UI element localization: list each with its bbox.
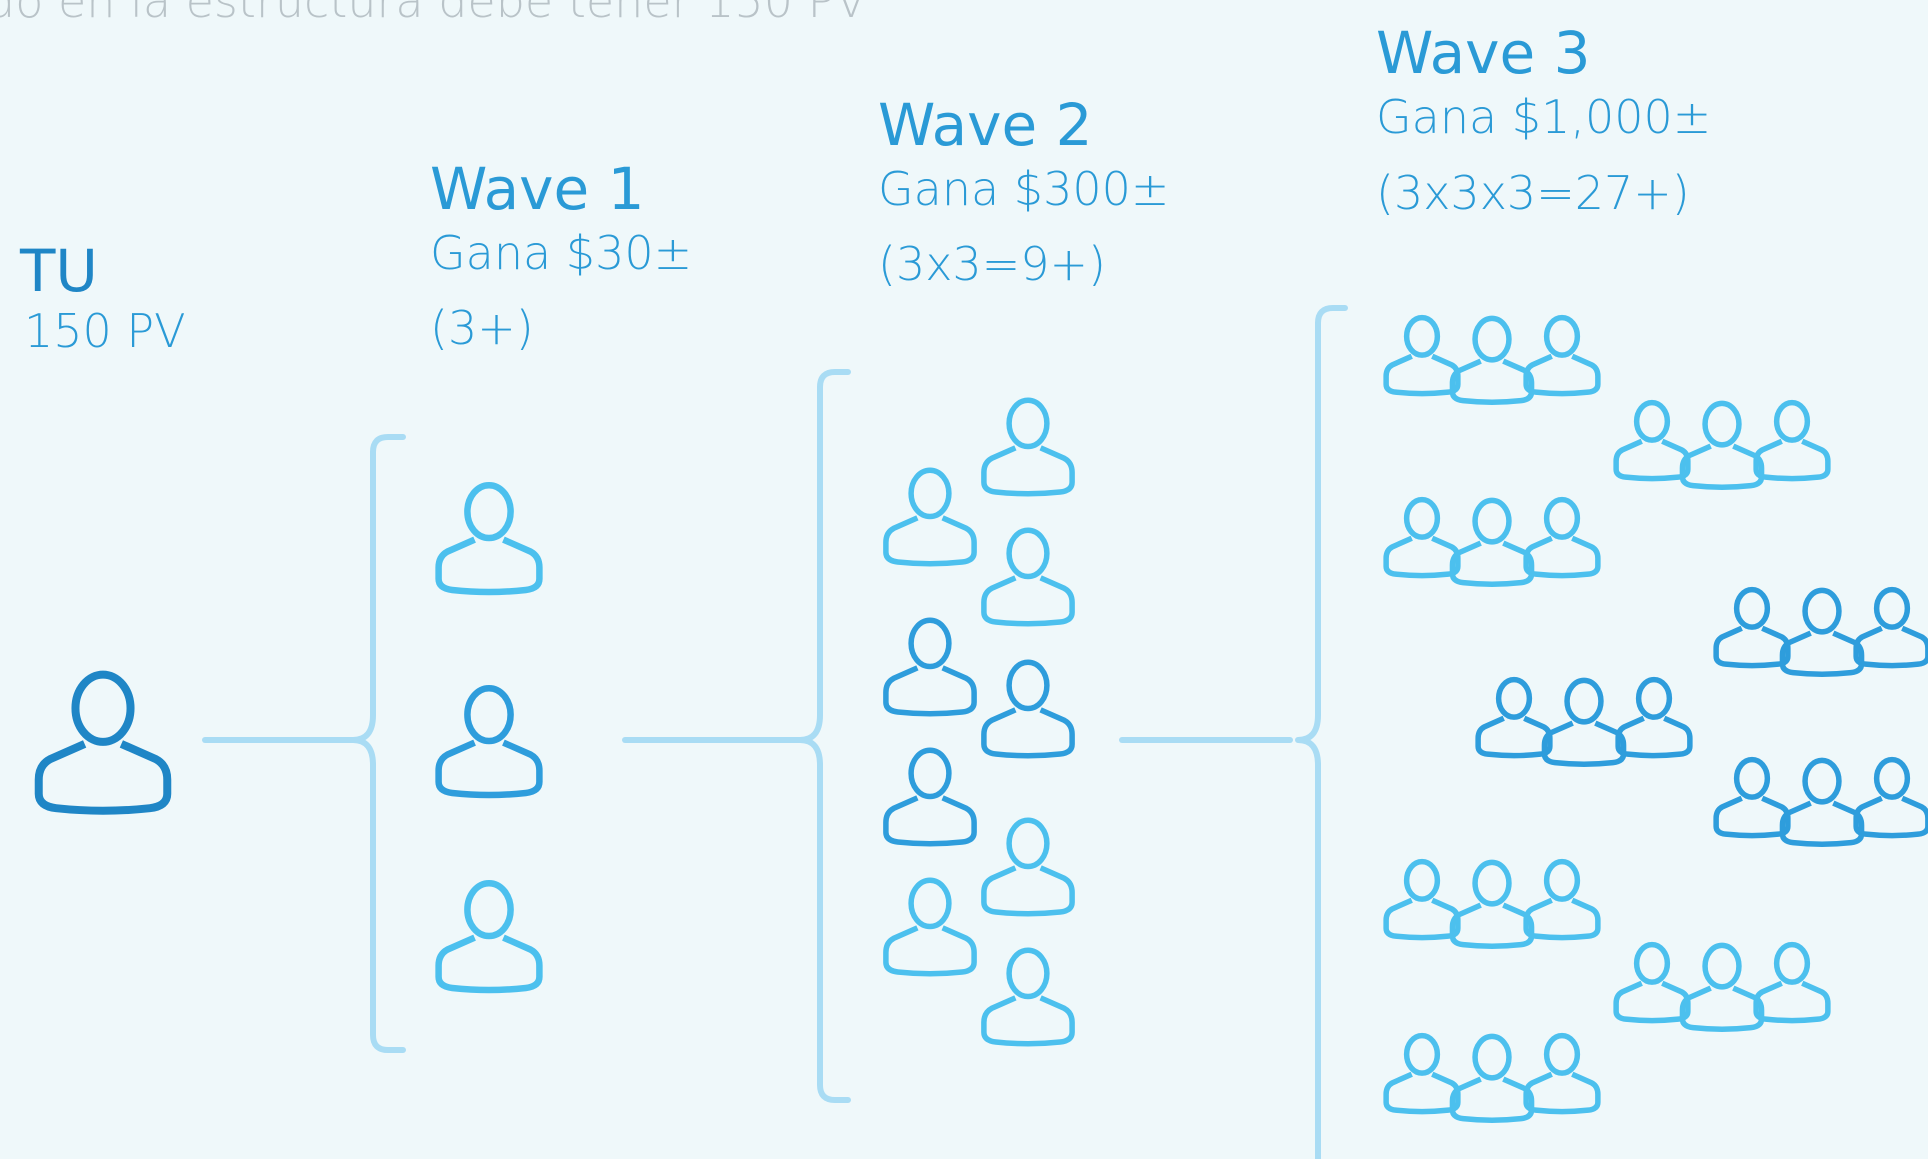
wave-3-title: Wave 3 <box>1376 19 1591 87</box>
wave-3-bracket <box>1295 305 1348 1159</box>
group-member-icon <box>1452 318 1531 402</box>
top-caption: do en la estructura debe tener 150 PV <box>0 0 867 28</box>
you-person-icon <box>39 675 168 811</box>
group-member-icon <box>1856 590 1928 666</box>
group-member-icon <box>1386 500 1458 576</box>
wave-3-group-icon <box>1616 945 1828 1030</box>
you-pv: 150 PV <box>24 304 186 358</box>
group-member-icon <box>1616 403 1688 479</box>
wave-2-person-icon <box>886 880 974 973</box>
wave-2-count: (3x3=9+) <box>878 237 1107 291</box>
group-member-icon <box>1856 760 1928 836</box>
wave-2-person-icon <box>984 530 1072 623</box>
wave-3-group-icon <box>1386 500 1598 585</box>
group-member-icon <box>1716 590 1788 666</box>
group-member-icon <box>1618 680 1690 756</box>
wave-3-group-icon <box>1716 590 1928 675</box>
wave-3-group-icon <box>1478 680 1690 765</box>
wave-1-person-icon <box>439 883 540 990</box>
group-member-icon <box>1782 590 1861 674</box>
wave-2-person-icon <box>886 750 974 843</box>
wave-1-title: Wave 1 <box>430 155 645 223</box>
group-member-icon <box>1452 500 1531 584</box>
wave-2-person-icon <box>984 400 1072 493</box>
you-title: TU <box>20 237 98 305</box>
group-member-icon <box>1782 760 1861 844</box>
wave-3-earnings: Gana $1,000± <box>1376 90 1712 144</box>
wave-3-count: (3x3x3=27+) <box>1376 166 1690 220</box>
group-member-icon <box>1526 1036 1598 1112</box>
wave-3-group-icon <box>1386 862 1598 947</box>
wave-2-title: Wave 2 <box>878 91 1093 159</box>
group-member-icon <box>1526 862 1598 938</box>
group-member-icon <box>1616 945 1688 1021</box>
group-member-icon <box>1716 760 1788 836</box>
group-member-icon <box>1526 500 1598 576</box>
group-member-icon <box>1682 403 1761 487</box>
wave-1-count: (3+) <box>430 301 534 355</box>
wave-2-person-icon <box>886 620 974 713</box>
wave-2-earnings: Gana $300± <box>878 162 1170 216</box>
group-member-icon <box>1756 403 1828 479</box>
wave-3-group-icon <box>1616 403 1828 488</box>
wave-2-person-icon <box>886 470 974 563</box>
group-member-icon <box>1386 862 1458 938</box>
wave-2-bracket <box>797 369 851 1103</box>
wave-1-bracket <box>350 434 406 1053</box>
group-member-icon <box>1756 945 1828 1021</box>
group-member-icon <box>1544 680 1623 764</box>
group-member-icon <box>1452 862 1531 946</box>
group-member-icon <box>1478 680 1550 756</box>
group-member-icon <box>1452 1036 1531 1120</box>
wave-3-group-icon <box>1386 1036 1598 1121</box>
group-member-icon <box>1386 1036 1458 1112</box>
wave-3-group-icon <box>1716 760 1928 845</box>
wave-2-person-icon <box>984 662 1072 755</box>
wave-1-person-icon <box>439 688 540 795</box>
wave-1-earnings: Gana $30± <box>430 226 693 280</box>
group-member-icon <box>1386 318 1458 394</box>
group-member-icon <box>1682 945 1761 1029</box>
wave-2-person-icon <box>984 820 1072 913</box>
group-member-icon <box>1526 318 1598 394</box>
wave-2-person-icon <box>984 950 1072 1043</box>
wave-3-group-icon <box>1386 318 1598 403</box>
wave-1-person-icon <box>439 485 540 592</box>
